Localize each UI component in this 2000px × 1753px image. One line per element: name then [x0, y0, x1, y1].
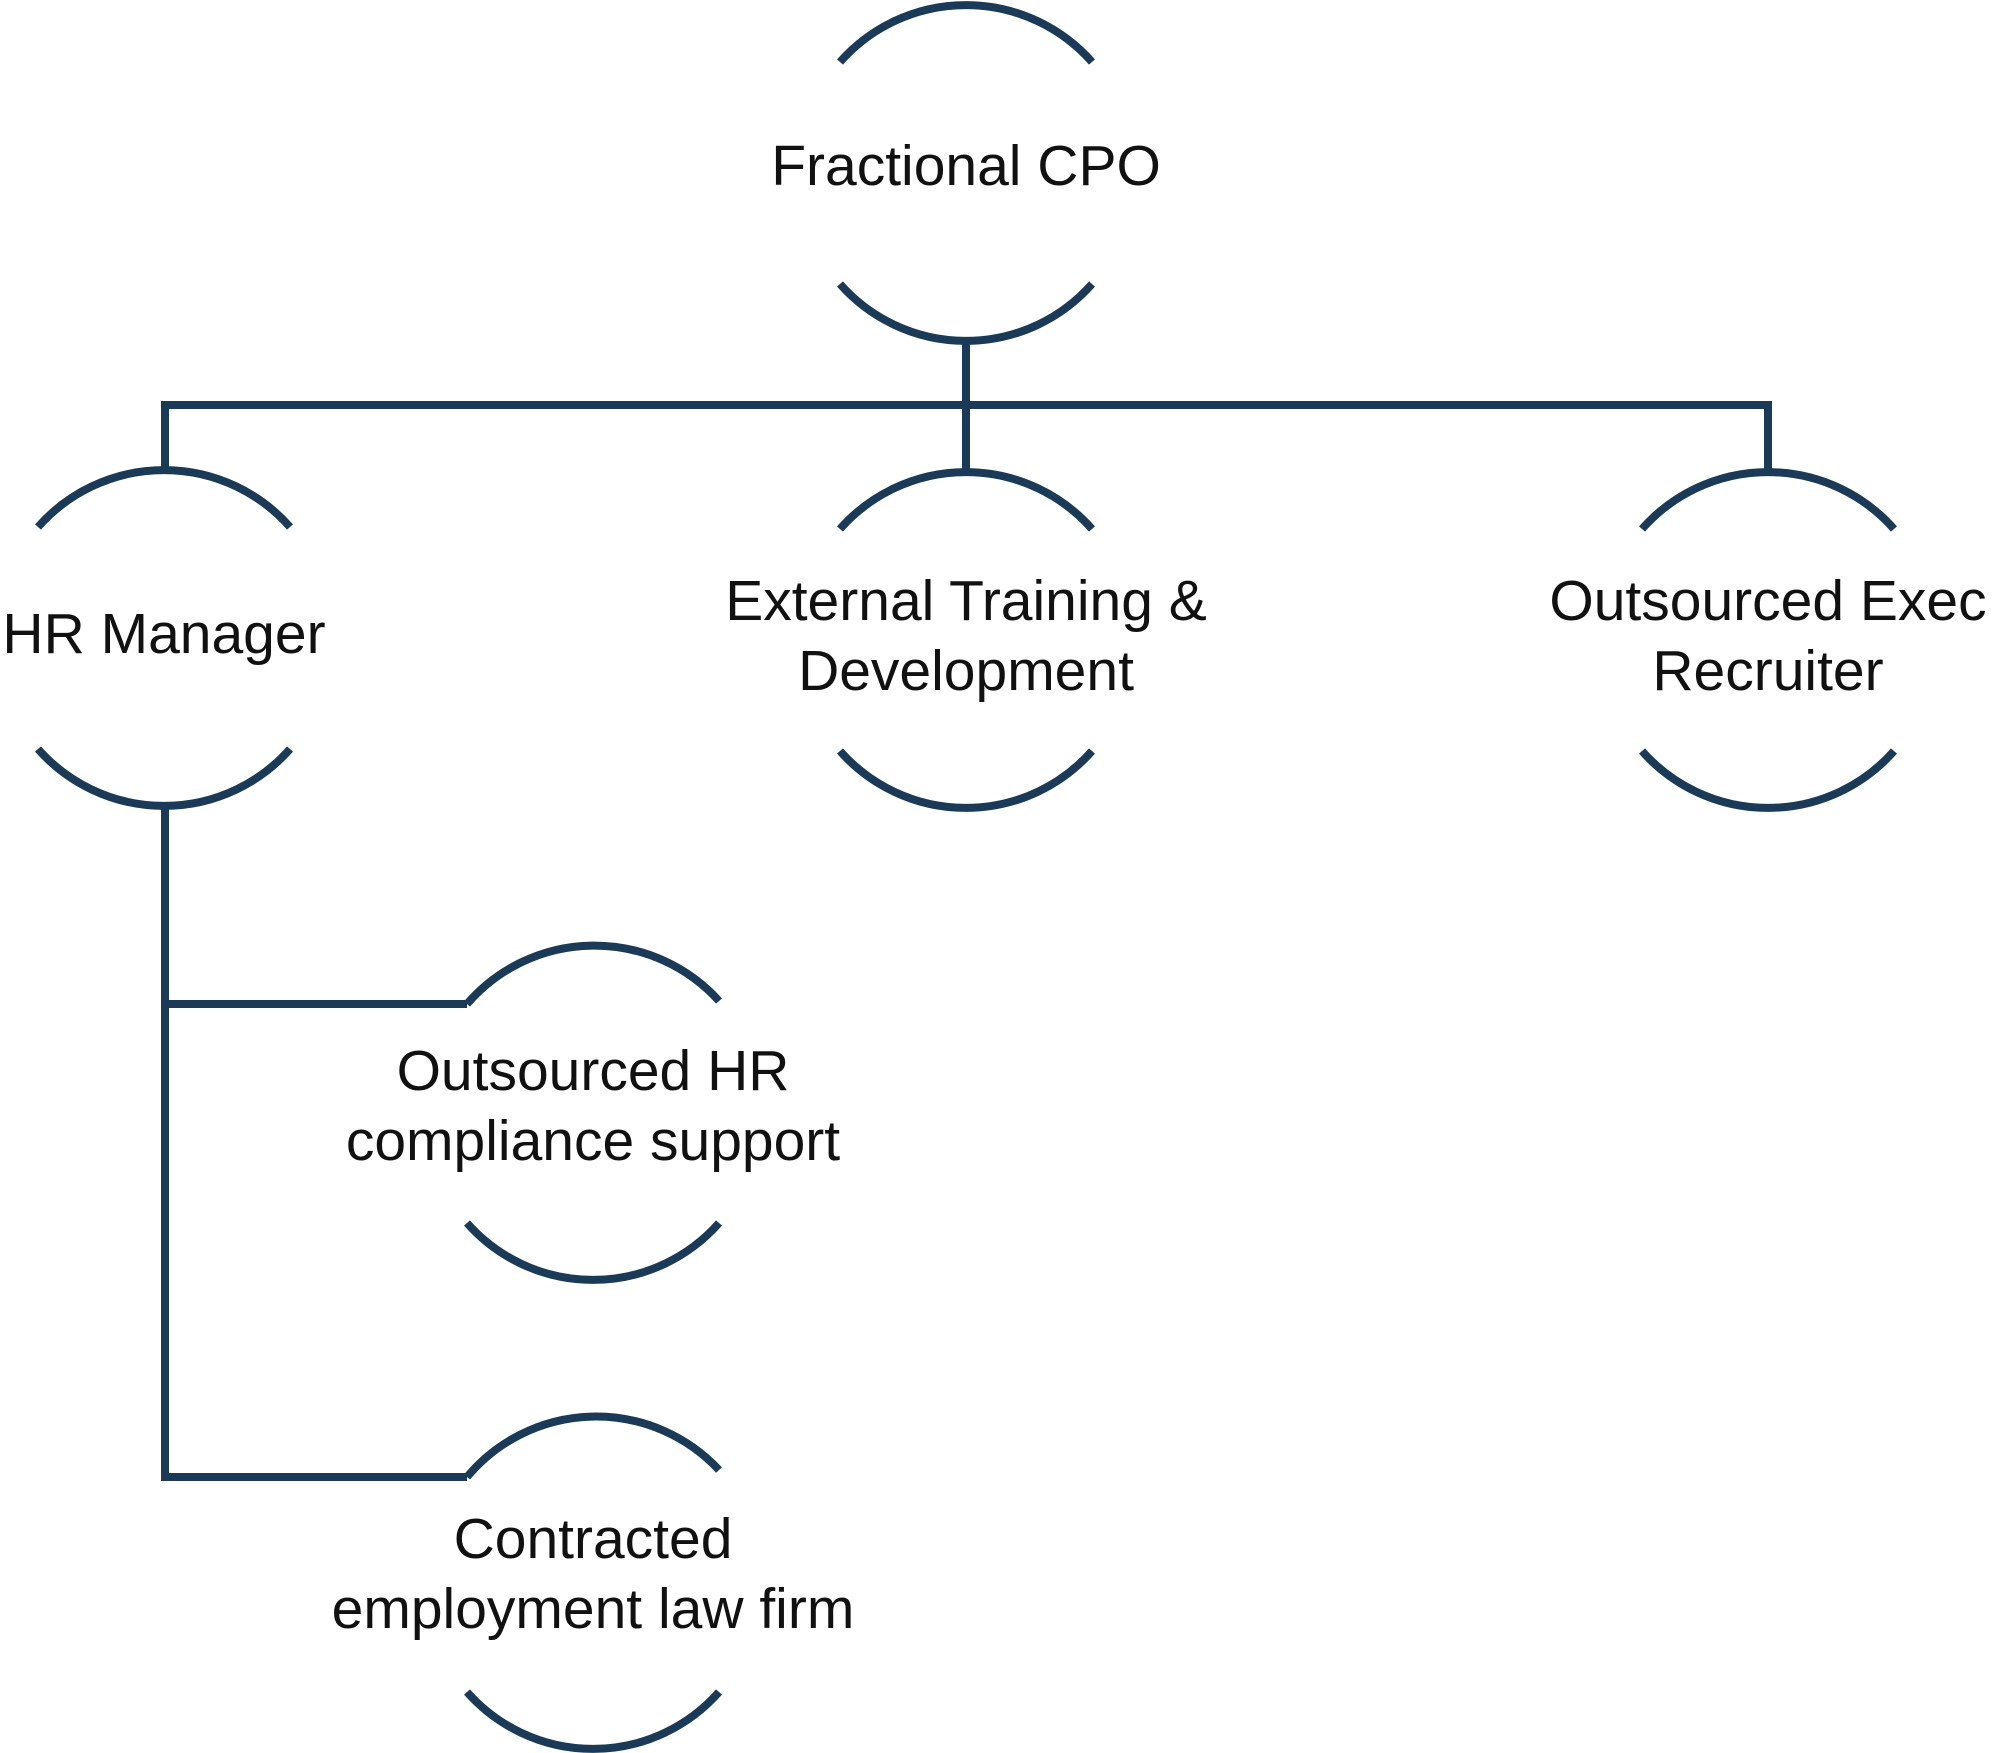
node-top-arc: [35, 466, 293, 530]
node-label: HR Manager: [2, 602, 325, 666]
node-label-line-2: compliance support: [346, 1109, 840, 1173]
node-label-line-2: Development: [798, 639, 1134, 703]
node-label-line-2: Recruiter: [1652, 639, 1883, 703]
node-bottom-arc: [837, 748, 1095, 812]
node-label: Fractional CPO: [771, 134, 1161, 198]
node-bottom-arc: [464, 1689, 722, 1753]
node-top-arc: [463, 1412, 722, 1480]
node-top-arc: [463, 941, 722, 1007]
node-hr-manager[interactable]: HR Manager: [2, 466, 326, 810]
node-bottom-arc: [464, 1220, 722, 1284]
connectors: [161, 338, 1772, 1481]
node-bottom-arc: [1639, 748, 1897, 812]
node-law-firm[interactable]: Contracted employment law firm: [332, 1412, 855, 1753]
node-fractional-cpo[interactable]: Fractional CPO: [771, 1, 1161, 345]
node-label-line-1: External Training &: [725, 569, 1207, 633]
node-external-training[interactable]: External Training & Development: [725, 468, 1207, 812]
node-bottom-arc: [837, 281, 1095, 345]
connector-hr-trunk: [161, 806, 467, 1481]
node-label-line-1: Outsourced Exec: [1549, 569, 1986, 633]
node-hr-compliance[interactable]: Outsourced HR compliance support: [346, 941, 840, 1284]
node-top-arc: [1639, 468, 1897, 532]
node-top-arc: [837, 1, 1095, 65]
node-label-line-1: Contracted: [454, 1507, 733, 1571]
node-label-line-2: employment law firm: [332, 1577, 855, 1641]
node-bottom-arc: [35, 746, 293, 810]
node-top-arc: [837, 468, 1095, 532]
node-exec-recruiter[interactable]: Outsourced Exec Recruiter: [1549, 468, 1987, 812]
node-label-line-1: Outsourced HR: [397, 1039, 790, 1103]
